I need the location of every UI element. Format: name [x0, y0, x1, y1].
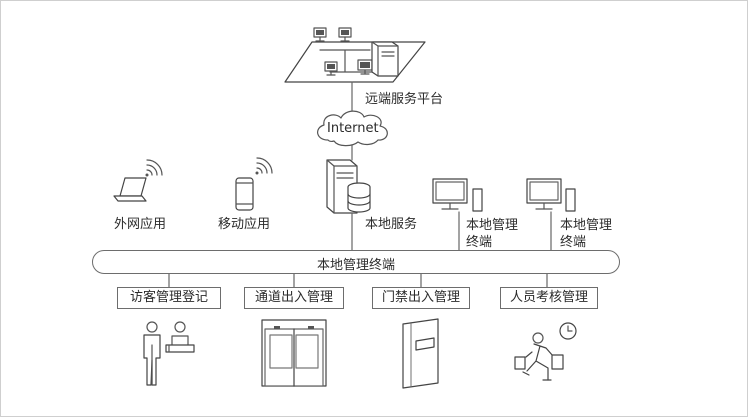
internet-label: Internet	[327, 121, 379, 136]
remote-platform-label: 远端服务平台	[365, 92, 444, 107]
local-management-bus: 本地管理终端	[92, 250, 620, 274]
local-terminal-label: 本地管理 终端	[560, 217, 620, 251]
local-service-label: 本地服务	[365, 217, 418, 232]
mobile-phone-icon	[235, 157, 273, 211]
external-app-label: 外网应用	[114, 217, 167, 232]
local-terminal-label-line2: 终端	[466, 235, 493, 250]
door-icon	[402, 318, 439, 389]
bus-label: 本地管理终端	[316, 258, 395, 273]
visitor-icon	[143, 321, 195, 386]
local-server-icon	[326, 159, 371, 214]
visitor-management-box: 访客管理登记	[117, 287, 221, 309]
local-terminal-label-line2: 终端	[560, 235, 587, 250]
passage-gate-icon	[261, 319, 327, 387]
terminal-icon	[526, 178, 576, 212]
terminal-icon	[432, 178, 483, 212]
remote-platform-icon	[284, 27, 426, 83]
laptop-icon	[113, 159, 163, 202]
door-access-management-box: 门禁出入管理	[372, 287, 470, 309]
attendance-management-box: 人员考核管理	[500, 287, 598, 309]
local-terminal-label-line1: 本地管理	[466, 218, 519, 233]
local-terminal-label-line1: 本地管理	[560, 218, 613, 233]
local-terminal-label: 本地管理 终端	[466, 217, 526, 251]
passage-management-box: 通道出入管理	[244, 287, 344, 309]
internet-cloud-icon	[317, 110, 388, 147]
mobile-app-label: 移动应用	[218, 217, 271, 232]
attendance-icon	[514, 322, 577, 381]
